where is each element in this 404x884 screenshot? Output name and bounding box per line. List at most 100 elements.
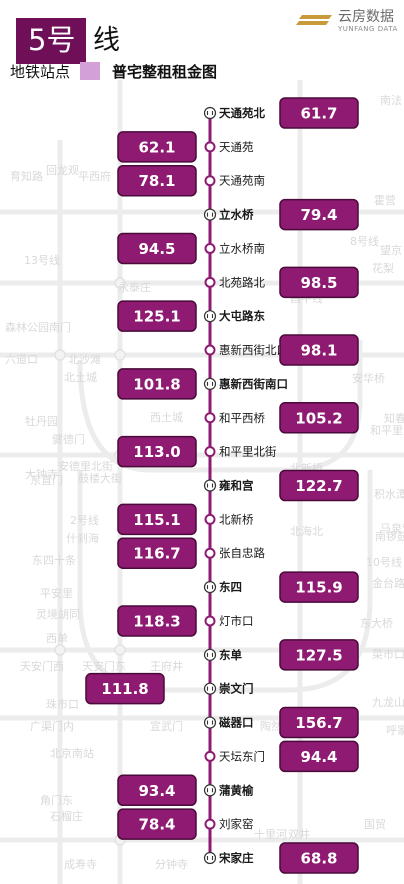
brand-name: 云房数据	[338, 9, 394, 25]
transfer-station-marker	[203, 648, 217, 661]
station-label: 立水桥	[219, 208, 254, 222]
rent-value-label: 61.7	[300, 105, 337, 123]
station-label: 天通苑	[219, 140, 254, 154]
station-label: 刘家窑	[219, 817, 254, 831]
background-label: 回龙观	[46, 164, 79, 177]
rent-value-box	[85, 672, 165, 705]
station-marker	[204, 446, 216, 458]
transfer-icon	[206, 212, 214, 217]
background-label: 森林公园南门	[5, 321, 71, 334]
rent-value-box	[117, 605, 197, 637]
background-label: 南法	[380, 94, 402, 107]
rent-value-box	[279, 639, 359, 671]
rent-value-box	[279, 266, 359, 299]
transfer-icon	[206, 111, 214, 115]
header: 5号 线 地铁站点 普宅整租租金图 云房数据 YUNFANG DATA	[0, 0, 404, 90]
rent-value-label: 101.8	[133, 375, 180, 393]
background-label: 积水潭	[374, 488, 404, 501]
station-label: 天通苑北	[219, 106, 265, 120]
transfer-station-marker	[203, 716, 217, 729]
rent-value-label: 68.8	[300, 850, 337, 868]
background-label: 天安门东	[82, 660, 126, 673]
background-label: 灵境胡同	[36, 608, 80, 621]
background-label: 南锣鼓巷	[375, 530, 404, 543]
station-marker	[204, 513, 216, 525]
background-station	[54, 644, 66, 656]
station-label: 宋家庄	[218, 851, 254, 865]
background-label: 育知路	[10, 170, 43, 183]
line-number: 5号	[28, 23, 76, 57]
transfer-station-marker	[203, 682, 217, 695]
transfer-station-marker	[203, 580, 217, 594]
background-label: 北海北	[290, 525, 323, 538]
transfer-icon	[206, 652, 214, 657]
rent-value-box	[117, 131, 197, 163]
background-label: 金台路	[372, 577, 404, 590]
rent-value-box	[279, 469, 359, 502]
rent-value-box	[117, 774, 197, 807]
background-label: 大钟寺	[25, 468, 58, 481]
background-label: 北土城	[64, 371, 97, 384]
transfer-icon	[206, 788, 214, 793]
transfer-station-marker	[203, 851, 217, 865]
station-label: 崇文门	[219, 682, 254, 696]
background-label: 东四十条	[32, 554, 76, 567]
rent-value-box	[117, 232, 197, 265]
transfer-icon	[206, 720, 214, 725]
station-marker	[204, 242, 216, 254]
brand-logo-icon	[296, 15, 332, 25]
transfer-icon	[206, 381, 214, 386]
background-label: 霍营	[374, 194, 396, 207]
station-label: 东四	[219, 580, 242, 594]
station-label: 灯市口	[219, 614, 254, 628]
station-label: 天通苑南	[219, 174, 265, 188]
transfer-station-marker	[203, 784, 217, 797]
transfer-icon	[206, 483, 214, 488]
background-label: 西单	[46, 632, 68, 645]
background-label: 知春路	[384, 412, 404, 425]
background-label: 珠市口	[46, 698, 79, 711]
background-label: 什刹海	[66, 532, 99, 545]
station-marker	[204, 750, 216, 762]
transfer-icon	[206, 856, 214, 860]
rent-value-label: 118.3	[133, 612, 180, 630]
rent-value-label: 113.0	[133, 443, 180, 461]
rent-value-label: 62.1	[138, 138, 175, 156]
background-label: 双井	[288, 828, 310, 841]
background-station	[114, 349, 126, 361]
rent-value-label: 98.1	[300, 342, 337, 360]
rent-value-box	[279, 198, 359, 231]
rent-value-label: 111.8	[101, 680, 148, 698]
background-label: 安华桥	[352, 372, 385, 385]
background-label: 菜市口	[372, 648, 404, 661]
rent-value-box	[279, 402, 359, 434]
subtitle: 地铁站点	[10, 63, 71, 81]
rent-value-label: 156.7	[295, 714, 342, 732]
rent-value-box	[117, 368, 197, 400]
rent-value-label: 94.4	[300, 748, 337, 766]
background-label: 国贸	[364, 818, 386, 831]
transfer-station-marker	[203, 106, 217, 120]
rent-value-box	[279, 740, 359, 773]
line-number-box	[16, 18, 86, 64]
station-marker	[204, 175, 216, 187]
background-label: 10号线	[366, 556, 402, 569]
background-label: 马泉营	[380, 522, 404, 535]
background-label: 北沙滩	[68, 353, 101, 366]
rent-value-label: 78.4	[138, 816, 175, 834]
rent-value-label: 93.4	[138, 782, 175, 800]
rent-value-box	[117, 164, 197, 197]
station-marker	[204, 412, 216, 424]
rent-value-box	[117, 808, 197, 840]
background-label: 13号线	[24, 254, 60, 267]
background-label: 九龙山	[372, 696, 404, 709]
background-label: 健德门	[52, 433, 85, 446]
rent-value-box	[117, 435, 197, 468]
station-label: 雍和宫	[219, 479, 254, 493]
station-marker	[204, 547, 216, 559]
station-label: 立水桥南	[219, 241, 265, 255]
station-marker	[204, 818, 216, 830]
background-label: 分钟寺	[155, 858, 188, 871]
